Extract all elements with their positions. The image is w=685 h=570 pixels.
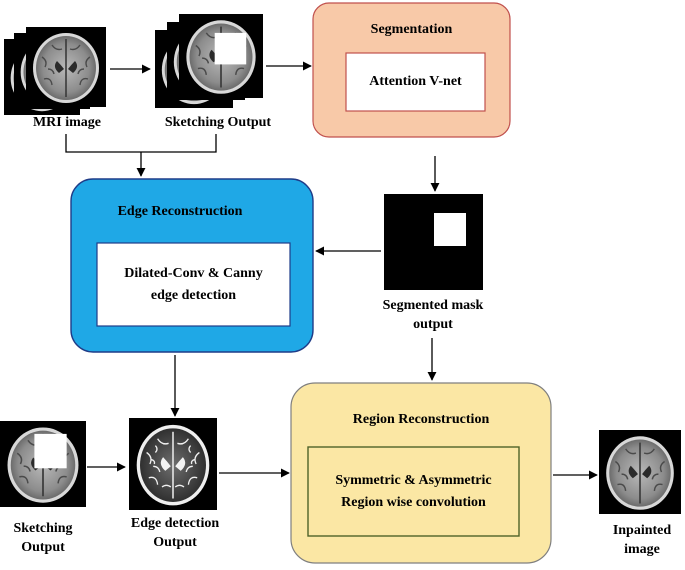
edge-reconstruction-title: Edge Reconstruction: [117, 204, 243, 219]
inpainted-line2: image: [624, 542, 660, 557]
inpainted-image: [599, 430, 681, 514]
edge-detection-line1: Edge detection: [130, 516, 220, 531]
label-sketching-output-top: Sketching Output: [164, 115, 272, 130]
edge-inner-line1: Dilated-Conv & Canny: [124, 265, 263, 281]
edge-detection-line2: Output: [153, 535, 197, 550]
label-inpainted-image: Inpainted image: [600, 521, 684, 559]
region-inner-line1: Symmetric & Asymmetric: [335, 472, 492, 488]
sketching-bottom-line1: Sketching: [13, 521, 73, 536]
inpainted-line1: Inpainted: [612, 523, 672, 538]
label-edge-detection-output: Edge detection Output: [113, 514, 237, 552]
edge-inner-line2: edge detection: [150, 287, 237, 303]
label-sketching-output-bottom: Sketching Output: [0, 519, 86, 557]
segmented-mask-square: [434, 213, 466, 246]
region-inner-box: [307, 446, 520, 537]
sketching-output-bottom-image: [0, 421, 86, 507]
label-mri-image: MRI image: [32, 115, 102, 130]
region-inner-line2: Region wise convolution: [341, 494, 486, 510]
segmented-mask-line1: Segmented mask: [382, 298, 484, 313]
edge-inner-label: Dilated-Conv & Canny edge detection: [98, 244, 289, 325]
sketching-bottom-line2: Output: [21, 540, 65, 555]
segmented-mask-line2: output: [413, 317, 453, 332]
mri-image-stack: [4, 27, 110, 109]
mri-slice-front: [26, 27, 106, 107]
edge-detection-output-image: [129, 418, 217, 510]
segmentation-title: Segmentation: [370, 22, 453, 37]
attention-vnet-label: Attention V-net: [347, 54, 484, 110]
region-reconstruction-title: Region Reconstruction: [352, 412, 490, 427]
sketching-output-stack: [155, 14, 265, 110]
sketch-slice-front: [179, 14, 263, 98]
bracket-top-inputs: [65, 134, 217, 153]
segmented-mask-image: [384, 194, 483, 290]
region-inner-label: Symmetric & Asymmetric Region wise convo…: [309, 448, 518, 535]
label-segmented-mask: Segmented mask output: [368, 296, 498, 334]
